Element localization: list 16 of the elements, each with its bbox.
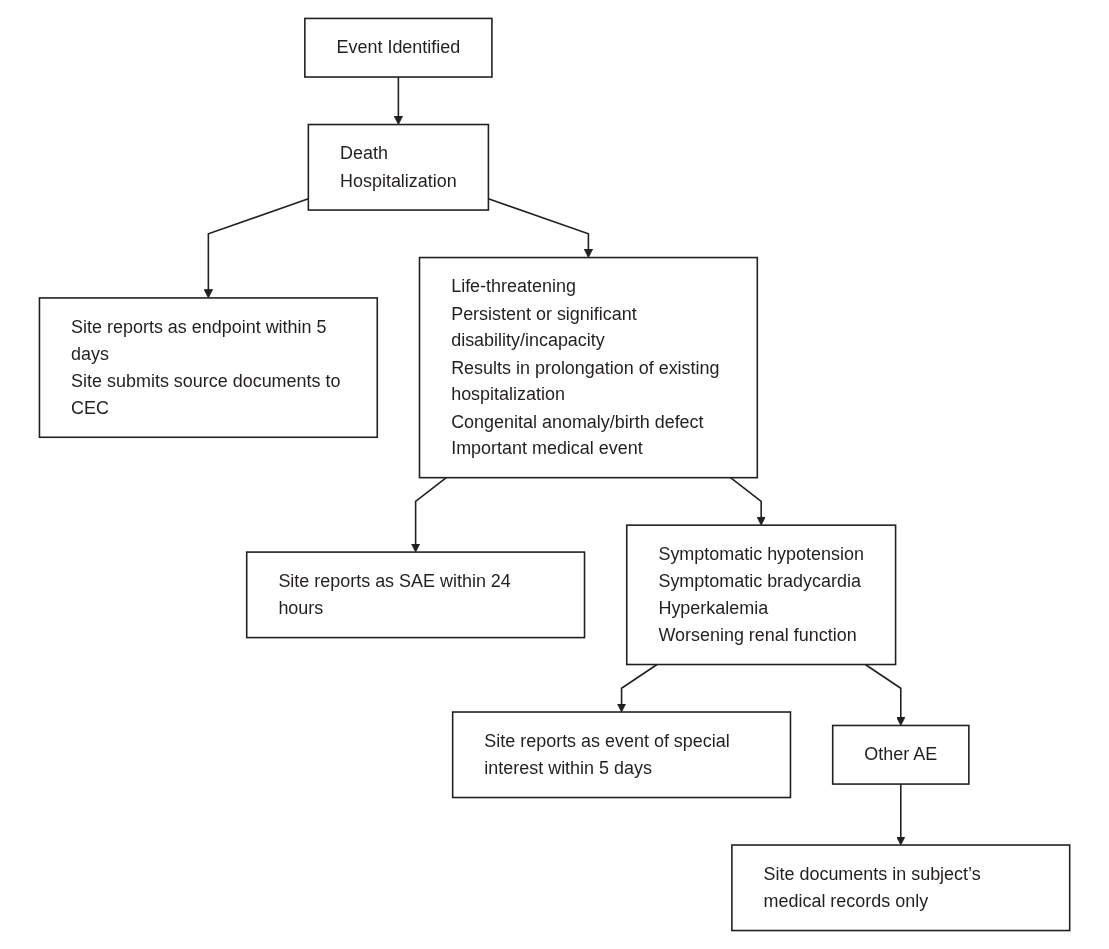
arrow — [896, 783, 906, 846]
arrow — [616, 663, 658, 713]
arrow — [393, 76, 403, 125]
node-box — [451, 711, 792, 799]
flowchart: Event Identified Death Hospitalization Site reports as endpoint within 5 days Site submits source documents to CEC Life-threatening Persistent or significant disability/incapacity Results in prolongation of existing hospitalization Congenital anomaly/birth defect Important medical event Site reports as SAE within 24 hours Symptomatic hypotension Symptomatic bradycardia Hyperkalemia Worsening renal function Site reports as event of special interest within 5 days Other AE Site documents in subject’s medical records only — [30, 10, 1079, 939]
node-box — [731, 844, 1071, 932]
arrow — [864, 663, 906, 726]
node-box — [245, 551, 586, 639]
node-box — [625, 524, 897, 666]
node-box — [303, 17, 493, 78]
arrow — [410, 476, 447, 553]
node-box — [831, 724, 970, 785]
node-box — [38, 297, 378, 439]
node-box — [418, 256, 758, 479]
node-box — [307, 123, 490, 211]
arrow — [729, 476, 766, 526]
